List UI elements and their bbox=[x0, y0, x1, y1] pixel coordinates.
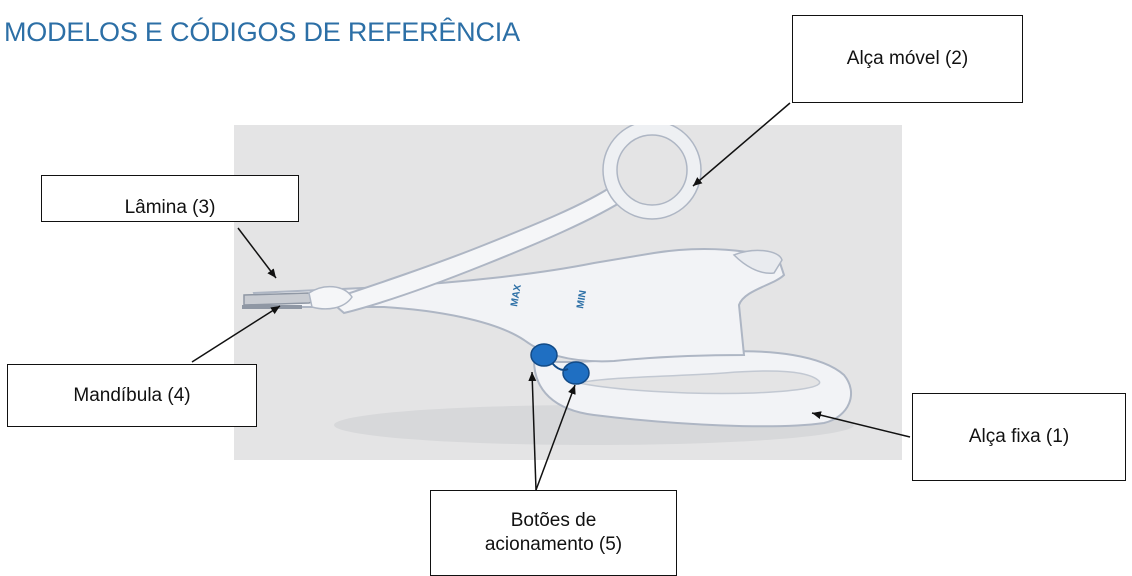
callout-alca-movel: Alça móvel (2) bbox=[792, 15, 1023, 103]
max-button bbox=[530, 343, 558, 367]
callout-alca-movel-label: Alça móvel (2) bbox=[846, 48, 969, 70]
callout-botoes: Botões de acionamento (5) bbox=[430, 490, 677, 576]
callout-lamina: Lâmina (3) bbox=[41, 175, 299, 222]
ultrasonic-shears-illustration: MAX MIN bbox=[242, 125, 854, 445]
max-mark: MAX bbox=[509, 283, 524, 307]
device-photo: MAX MIN bbox=[234, 125, 902, 460]
min-mark: MIN bbox=[575, 290, 589, 310]
callout-botoes-line2: acionamento (5) bbox=[484, 534, 623, 555]
callout-lamina-label: Lâmina (3) bbox=[124, 197, 216, 218]
page-heading: MODELOS E CÓDIGOS DE REFERÊNCIA bbox=[4, 17, 520, 47]
device-body bbox=[252, 248, 786, 363]
callout-mandibula: Mandíbula (4) bbox=[7, 364, 257, 427]
callout-alca-fixa: Alça fixa (1) bbox=[912, 393, 1126, 481]
callout-botoes-line1: Botões de bbox=[510, 510, 597, 532]
jaw bbox=[308, 285, 353, 310]
callout-alca-fixa-label: Alça fixa (1) bbox=[968, 426, 1070, 448]
movable-handle-ring bbox=[603, 125, 701, 219]
callout-mandibula-label: Mandíbula (4) bbox=[73, 384, 191, 406]
min-button bbox=[562, 361, 590, 385]
